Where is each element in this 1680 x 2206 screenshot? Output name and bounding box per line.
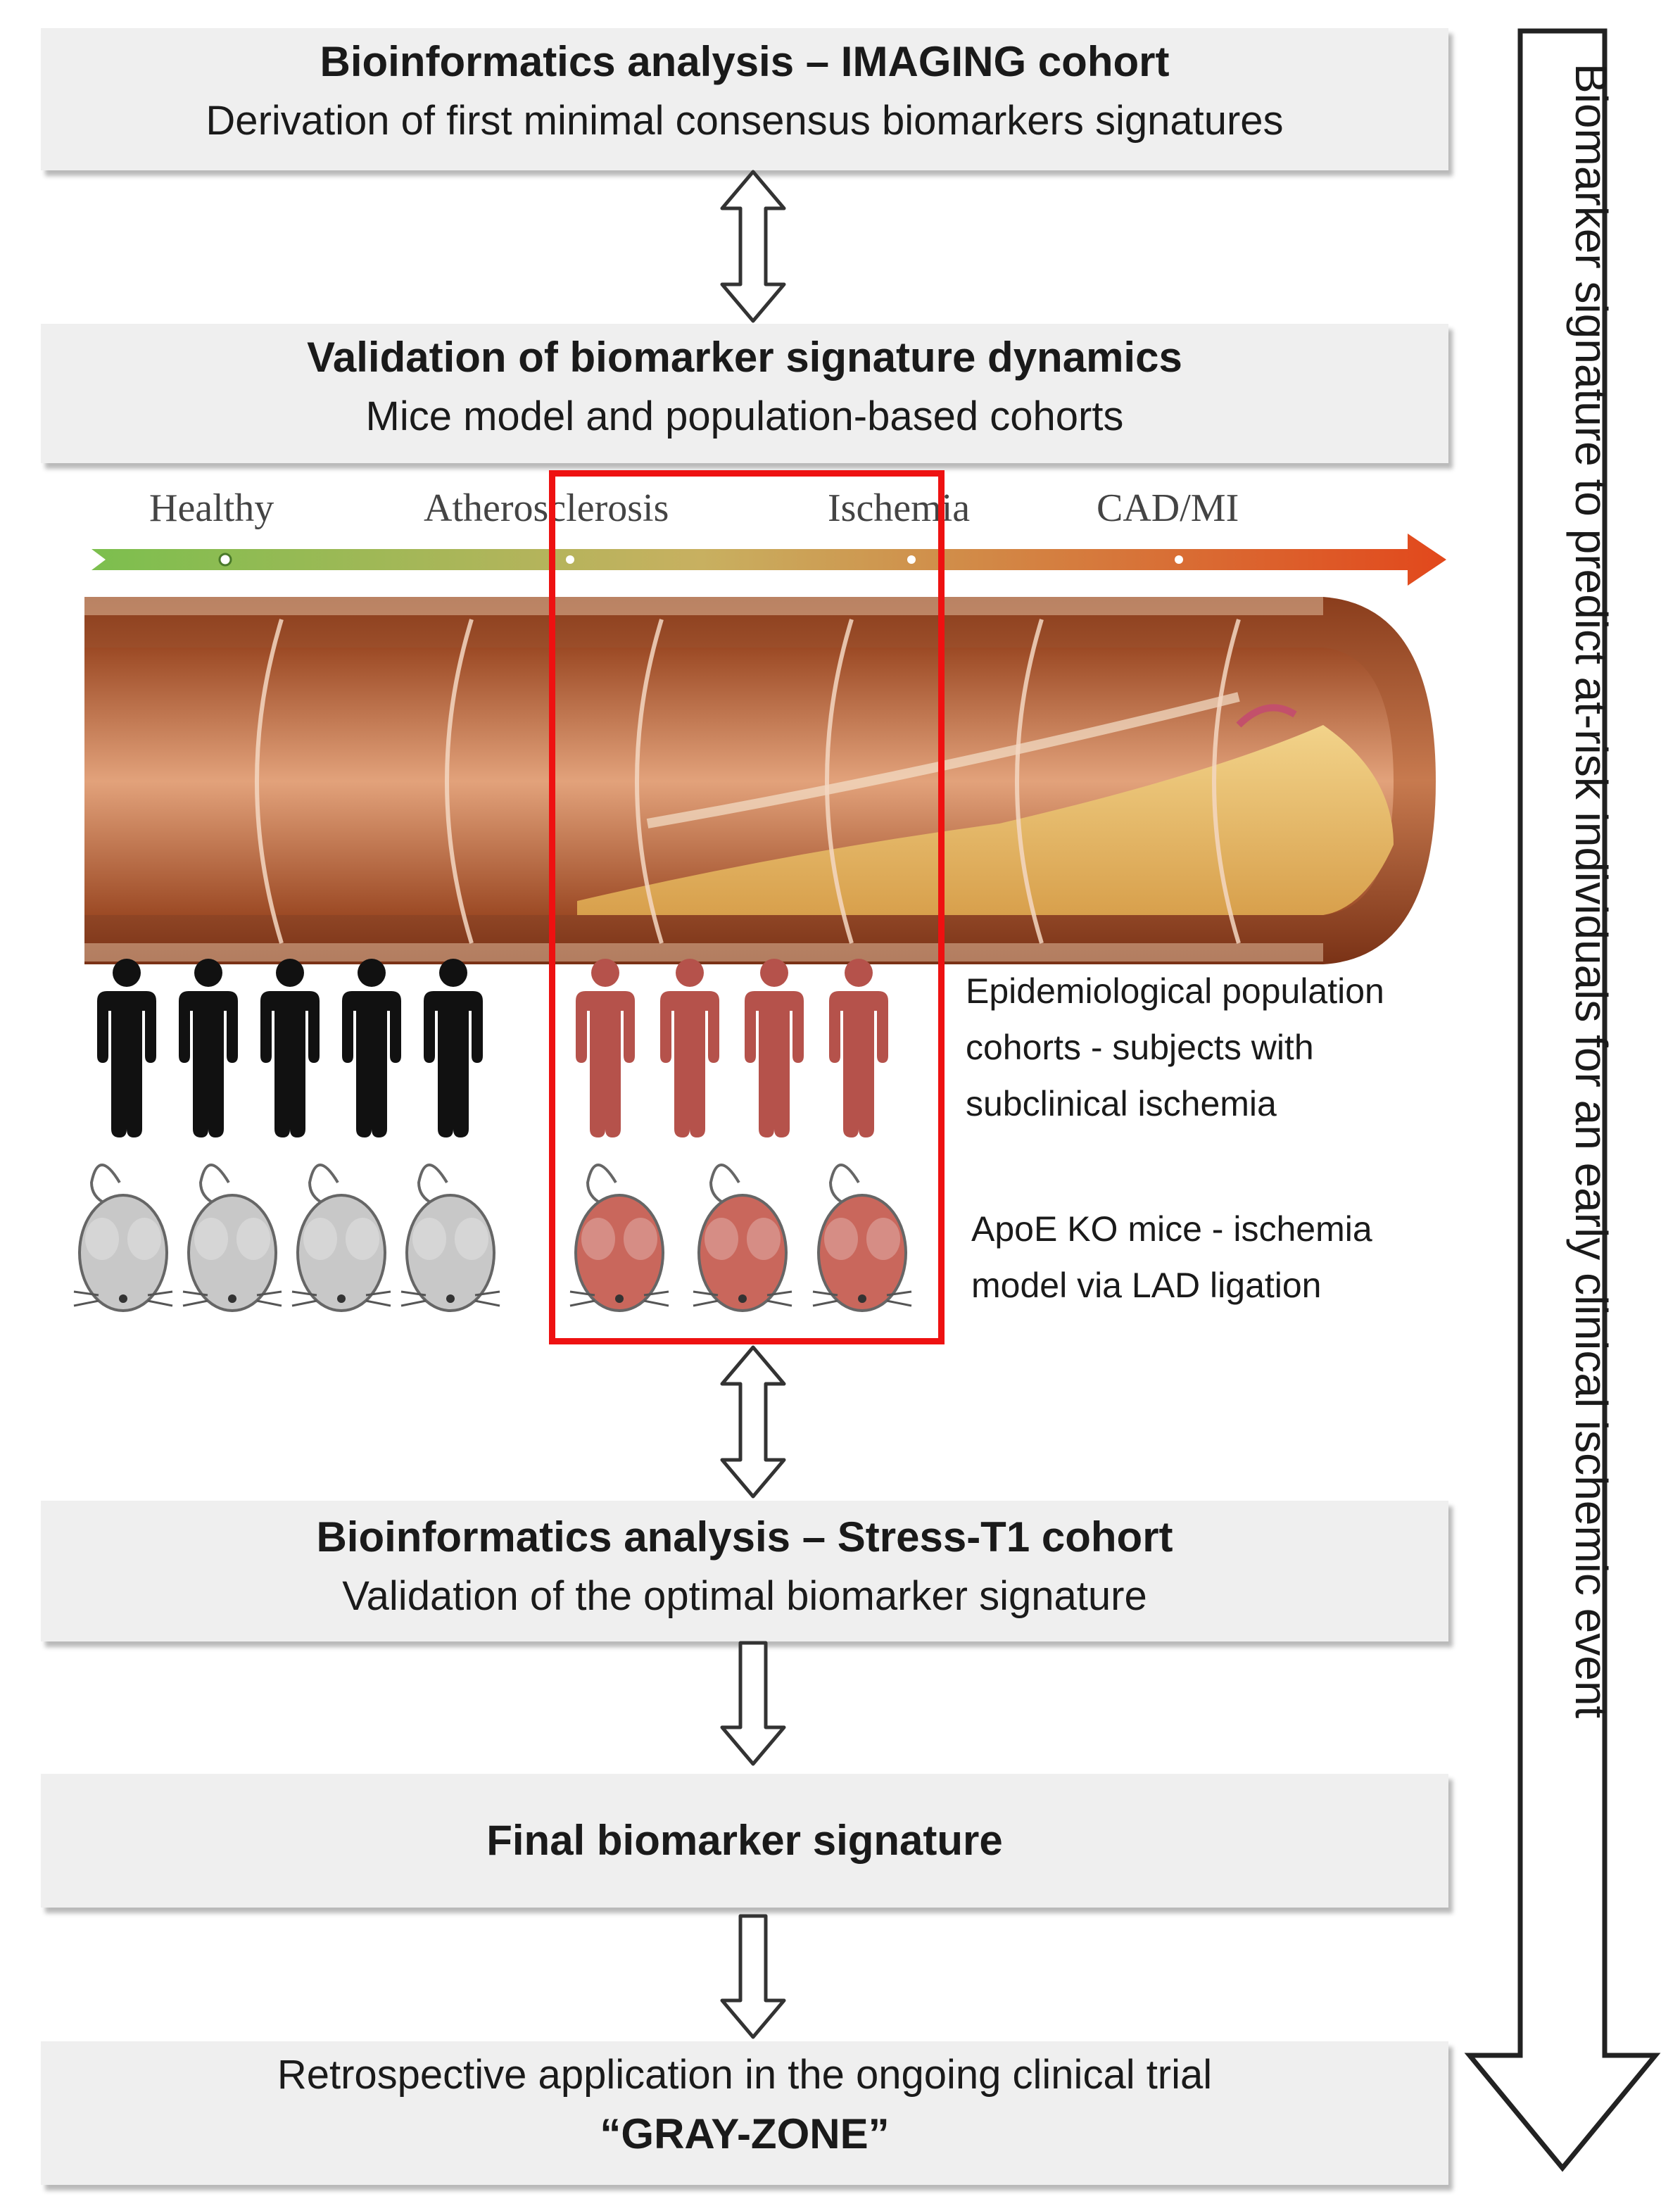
ischemia-highlight-box <box>549 470 945 1344</box>
mouse-icon <box>72 1164 174 1312</box>
step-trial-title: “GRAY-ZONE” <box>600 2110 890 2157</box>
human-cohort-figures <box>97 959 888 1137</box>
step-imaging-title: Bioinformatics analysis – IMAGING cohort <box>320 38 1170 85</box>
person-icon <box>660 959 719 1137</box>
down-arrow-icon <box>720 1914 786 2039</box>
down-arrow-icon <box>720 1641 786 1766</box>
step-imaging-subtitle: Derivation of first minimal consensus bi… <box>206 98 1284 144</box>
person-icon <box>745 959 804 1137</box>
step-stress-subtitle: Validation of the optimal biomarker sign… <box>342 1573 1147 1619</box>
mouse-icon <box>182 1164 283 1312</box>
stage-marker <box>566 555 574 564</box>
mouse-icon <box>692 1164 793 1312</box>
step-final-title: Final biomarker signature <box>486 1817 1003 1864</box>
stage-label-atherosclerosis: Atherosclerosis <box>424 486 669 530</box>
step-stress-t1-cohort: Bioinformatics analysis – Stress-T1 coho… <box>41 1501 1448 1641</box>
artery-illustration <box>84 597 1436 964</box>
step-imaging-cohort: Bioinformatics analysis – IMAGING cohort… <box>41 28 1448 170</box>
stage-marker <box>218 553 232 567</box>
mouse-icon <box>291 1164 392 1312</box>
vertical-arrow-icon <box>1464 28 1661 2172</box>
stage-label-ischemia: Ischemia <box>828 486 971 530</box>
side-arrow-label: Biomarker signature to predict at-risk i… <box>1566 63 1617 1719</box>
person-icon <box>97 959 156 1137</box>
mouse-icon <box>811 1164 913 1312</box>
person-icon <box>576 959 635 1137</box>
step-validation-title: Validation of biomarker signature dynami… <box>307 334 1182 381</box>
stage-label-cad-mi: CAD/MI <box>1097 486 1239 530</box>
step-validation-dynamics: Validation of biomarker signature dynami… <box>41 324 1448 463</box>
stage-marker <box>1175 555 1183 564</box>
person-icon <box>260 959 320 1137</box>
step-stress-title: Bioinformatics analysis – Stress-T1 coho… <box>316 1513 1173 1561</box>
mouse-cohort-figures <box>72 1164 913 1312</box>
step-validation-subtitle: Mice model and population-based cohorts <box>365 393 1124 439</box>
person-icon <box>424 959 483 1137</box>
human-cohort-caption: Epidemiological population cohorts - sub… <box>966 971 1384 1123</box>
step-clinical-trial: Retrospective application in the ongoing… <box>41 2041 1448 2185</box>
step-trial-subtitle: Retrospective application in the ongoing… <box>277 2052 1213 2098</box>
stage-label-healthy: Healthy <box>149 486 274 530</box>
double-arrow-icon <box>720 170 786 323</box>
person-icon <box>829 959 888 1137</box>
double-arrow-icon <box>720 1345 786 1499</box>
stage-marker <box>907 555 916 564</box>
mouse-cohort-caption: ApoE KO mice - ischemia model via LAD li… <box>971 1209 1372 1305</box>
progression-arrow <box>91 534 1446 586</box>
step-final-signature: Final biomarker signature <box>41 1774 1448 1908</box>
person-icon <box>342 959 401 1137</box>
person-icon <box>179 959 238 1137</box>
mouse-icon <box>569 1164 670 1312</box>
mouse-icon <box>400 1164 501 1312</box>
